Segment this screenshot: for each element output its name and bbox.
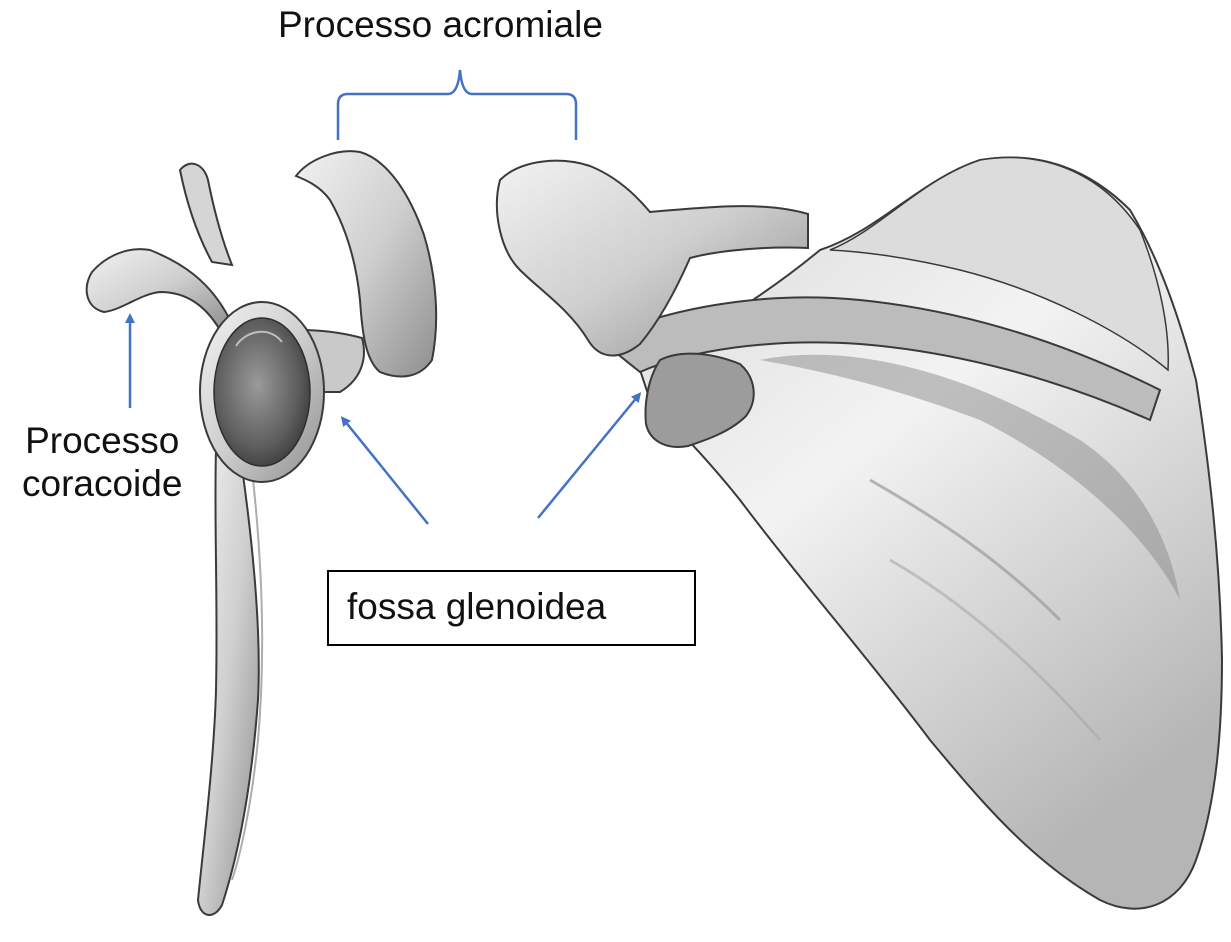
coracoid-spur bbox=[180, 164, 232, 265]
posterior-view-scapula bbox=[497, 157, 1222, 908]
coracoid-label: Processo coracoide bbox=[22, 420, 182, 505]
coracoid-label-line1: Processo bbox=[22, 420, 182, 463]
glenoid-fossa-cavity bbox=[214, 318, 310, 466]
acromion-bracket bbox=[338, 70, 576, 140]
coracoid-label-line2: coracoide bbox=[22, 463, 182, 506]
lateral-border bbox=[198, 440, 259, 915]
coracoid-process bbox=[87, 249, 230, 330]
acromion-label: Processo acromiale bbox=[278, 4, 603, 47]
glenoid-arrow-left bbox=[344, 420, 428, 524]
glenoid-label: fossa glenoidea bbox=[347, 586, 606, 628]
lateral-view-scapula bbox=[87, 151, 437, 915]
glenoid-arrow-right bbox=[538, 396, 638, 518]
glenoid-label-box: fossa glenoidea bbox=[327, 570, 696, 646]
